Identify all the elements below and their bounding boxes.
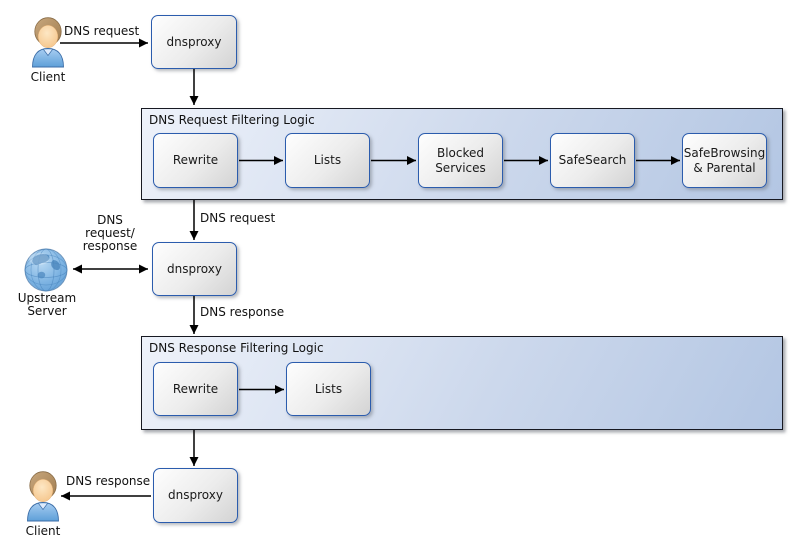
step-safesearch: SafeSearch	[550, 133, 635, 188]
edge-label-dns-response-bottom: DNS response	[66, 474, 151, 488]
step-rewrite-response: Rewrite	[153, 362, 238, 416]
edge-label-dns-request-top: DNS request	[64, 24, 140, 38]
edge-label-dns-request-mid: DNS request	[200, 211, 276, 225]
client-top-label: Client	[30, 70, 66, 84]
globe-icon	[24, 248, 68, 292]
person-icon	[32, 17, 64, 68]
container-request-title: DNS Request Filtering Logic	[149, 113, 315, 127]
edge-label-dns-response-mid: DNS response	[200, 305, 285, 319]
node-dnsproxy-bottom: dnsproxy	[153, 468, 238, 523]
container-dns-response-filtering: DNS Response Filtering Logic	[141, 336, 783, 430]
step-lists-response: Lists	[286, 362, 371, 416]
upstream-server-label: Upstream Server	[17, 291, 77, 319]
node-dnsproxy-top: dnsproxy	[151, 15, 237, 69]
step-blocked-services: Blocked Services	[418, 133, 503, 188]
step-lists-request: Lists	[285, 133, 370, 188]
edge-label-dns-request-response: DNS request/ response	[82, 213, 138, 254]
person-icon	[27, 471, 59, 522]
step-safebrowsing-parental: SafeBrowsing & Parental	[682, 133, 767, 188]
client-bottom-label: Client	[25, 524, 61, 538]
step-rewrite-request: Rewrite	[153, 133, 238, 188]
node-dnsproxy-middle: dnsproxy	[152, 242, 237, 296]
container-response-title: DNS Response Filtering Logic	[149, 341, 324, 355]
